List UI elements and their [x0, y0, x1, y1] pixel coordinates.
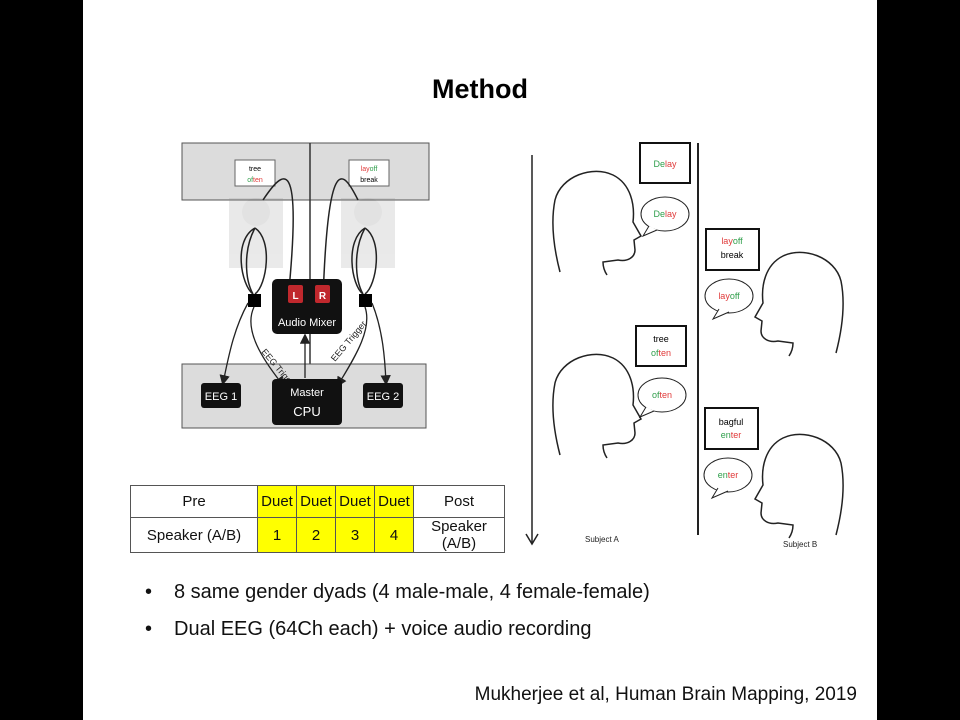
duet-3-header: Duet	[335, 485, 375, 518]
stimulus-box-4-word1: bagful	[719, 417, 744, 427]
duet-1-header: Duet	[257, 485, 297, 518]
speech-bubble-3	[637, 377, 687, 413]
cable-left-screen	[262, 178, 294, 301]
citation: Mukherjee et al, Human Brain Mapping, 20…	[474, 684, 857, 705]
eeg1-label: EEG 1	[205, 391, 237, 403]
pre-header: Pre	[130, 485, 258, 518]
cpu-label: CPU	[293, 404, 320, 419]
mixer-left-label: L	[292, 291, 298, 302]
subject-a-head-1	[552, 170, 643, 276]
mixer-right-label: R	[319, 291, 327, 302]
duet-3-number: 3	[335, 517, 375, 553]
slide: Method tree often layoff break	[83, 0, 877, 720]
eeg2-box	[363, 383, 403, 408]
duet-1-number: 1	[257, 517, 297, 553]
right-stimulus-card	[348, 159, 390, 187]
speech-bubble-4-tail	[710, 487, 729, 500]
left-card-word2: often	[247, 177, 263, 184]
trigger-cable-right	[336, 306, 368, 388]
eeg2-label: EEG 2	[367, 391, 399, 403]
stimulus-box-1-text: Delay	[653, 159, 677, 169]
speech-bubble-3-text: often	[652, 390, 672, 400]
trigger-box-right	[359, 294, 372, 307]
stimulus-box-1	[639, 142, 691, 184]
subject-b-head-2	[753, 433, 844, 539]
bullet-item: 8 same gender dyads (4 male-male, 4 fema…	[145, 578, 650, 615]
trigger-cable-left	[250, 306, 285, 388]
speech-bubble-1-tail	[641, 225, 658, 238]
stimulus-box-3-word2: often	[651, 348, 671, 358]
eeg-cable-left	[219, 302, 249, 386]
headset-loops-right	[351, 227, 377, 295]
duet-2-number: 2	[296, 517, 336, 553]
time-arrow-head	[525, 533, 539, 546]
session-table: Pre Duet Duet Duet Duet Post Speaker (A/…	[130, 485, 505, 553]
stimulus-box-3	[635, 325, 687, 367]
bullet-list: 8 same gender dyads (4 male-male, 4 fema…	[145, 578, 650, 652]
master-label: Master	[290, 387, 324, 399]
speech-bubble-2-text: layoff	[718, 291, 740, 301]
right-card-word1: layoff	[361, 166, 378, 173]
duet-2-header: Duet	[296, 485, 336, 518]
speech-bubble-1	[640, 196, 690, 232]
stimulus-box-2-word1: layoff	[721, 236, 743, 246]
post-header: Post	[413, 485, 505, 518]
eeg1-box	[201, 383, 241, 408]
stimulus-box-4-word2: enter	[721, 430, 742, 440]
setup-diagram: tree often layoff break	[181, 142, 430, 429]
timeline-diagram: Delay Delay layoff break layoff tree oft…	[525, 142, 844, 549]
subject-a-head-2	[552, 353, 643, 459]
stimulus-box-3-word1: tree	[653, 334, 669, 344]
speech-bubble-1-text: Delay	[653, 209, 677, 219]
cable-right-screen	[322, 178, 359, 301]
participant-figure-right	[341, 198, 395, 268]
trigger-box-left	[248, 294, 261, 307]
speech-bubble-4	[703, 457, 753, 493]
slide-title: Method	[432, 74, 528, 104]
speech-bubble-2-tail	[711, 308, 730, 321]
speech-bubble-3-tail	[638, 406, 655, 419]
stimulus-box-2-word2: break	[721, 250, 744, 260]
mixer-channel-right	[315, 285, 330, 303]
eeg-cable-right	[371, 302, 391, 386]
mixer-label: Audio Mixer	[278, 317, 336, 329]
subject-b-label: Subject B	[783, 540, 817, 549]
stimulus-box-4	[704, 407, 759, 450]
left-card-word1: tree	[249, 166, 261, 173]
headset-loops-left	[240, 227, 267, 295]
subject-b-head-1	[753, 251, 844, 357]
right-card-word2: break	[360, 177, 378, 184]
duet-4-number: 4	[374, 517, 414, 553]
bullet-item: Dual EEG (64Ch each) + voice audio recor…	[145, 615, 650, 652]
pre-speaker: Speaker (A/B)	[130, 517, 258, 553]
stimulus-box-2	[705, 228, 760, 271]
post-speaker: Speaker (A/B)	[413, 517, 505, 553]
duet-4-header: Duet	[374, 485, 414, 518]
speech-bubble-2	[704, 278, 754, 314]
speech-bubble-4-text: enter	[718, 470, 739, 480]
mixer-channel-left	[288, 285, 303, 303]
left-stimulus-card	[234, 159, 276, 187]
master-cpu-box	[272, 379, 342, 425]
participant-figure-left	[229, 198, 283, 268]
subject-a-label: Subject A	[585, 535, 619, 544]
